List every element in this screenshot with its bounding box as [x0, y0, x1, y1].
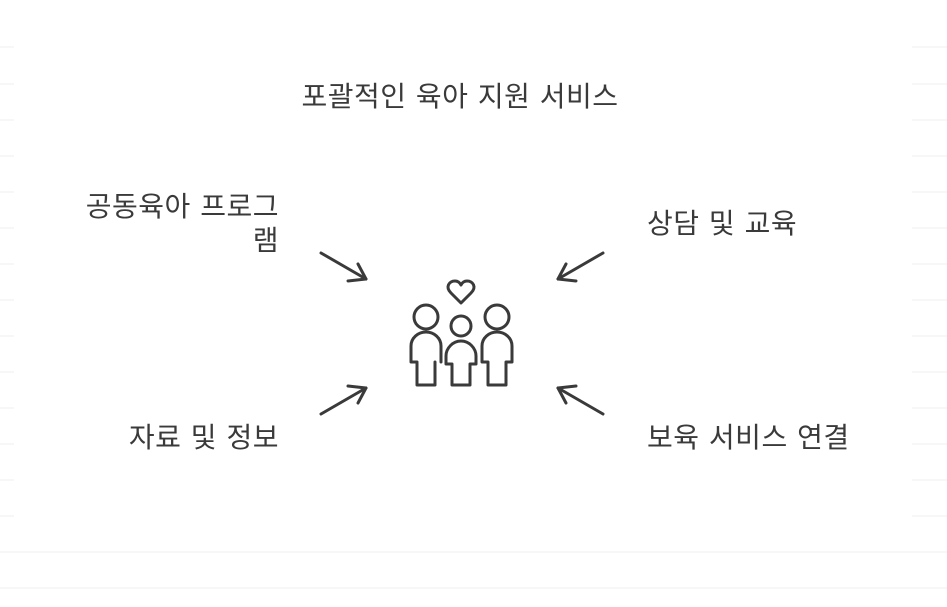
heart-icon — [446, 279, 476, 305]
child-body-icon — [444, 339, 478, 387]
item-bottom-left-label: 자료 및 정보 — [128, 421, 279, 454]
family-with-heart-icon — [409, 279, 514, 387]
item-bottom-right-label: 보육 서비스 연결 — [647, 421, 850, 454]
child-head-icon — [449, 314, 473, 338]
arrow-bottom-left — [319, 384, 368, 416]
adult-right-head-icon — [483, 303, 511, 331]
adult-left-body-icon — [409, 330, 443, 387]
arrow-top-right — [556, 251, 605, 283]
arrow-bottom-right — [556, 384, 605, 416]
adult-right-body-icon — [480, 330, 514, 387]
diagram-title: 포괄적인 육아 지원 서비스 — [301, 80, 619, 113]
adult-left-head-icon — [412, 303, 440, 331]
item-top-right-label: 상담 및 교육 — [647, 207, 798, 240]
item-top-left-label: 공동육아 프로그 램 — [85, 190, 279, 257]
arrow-top-left — [319, 251, 368, 283]
